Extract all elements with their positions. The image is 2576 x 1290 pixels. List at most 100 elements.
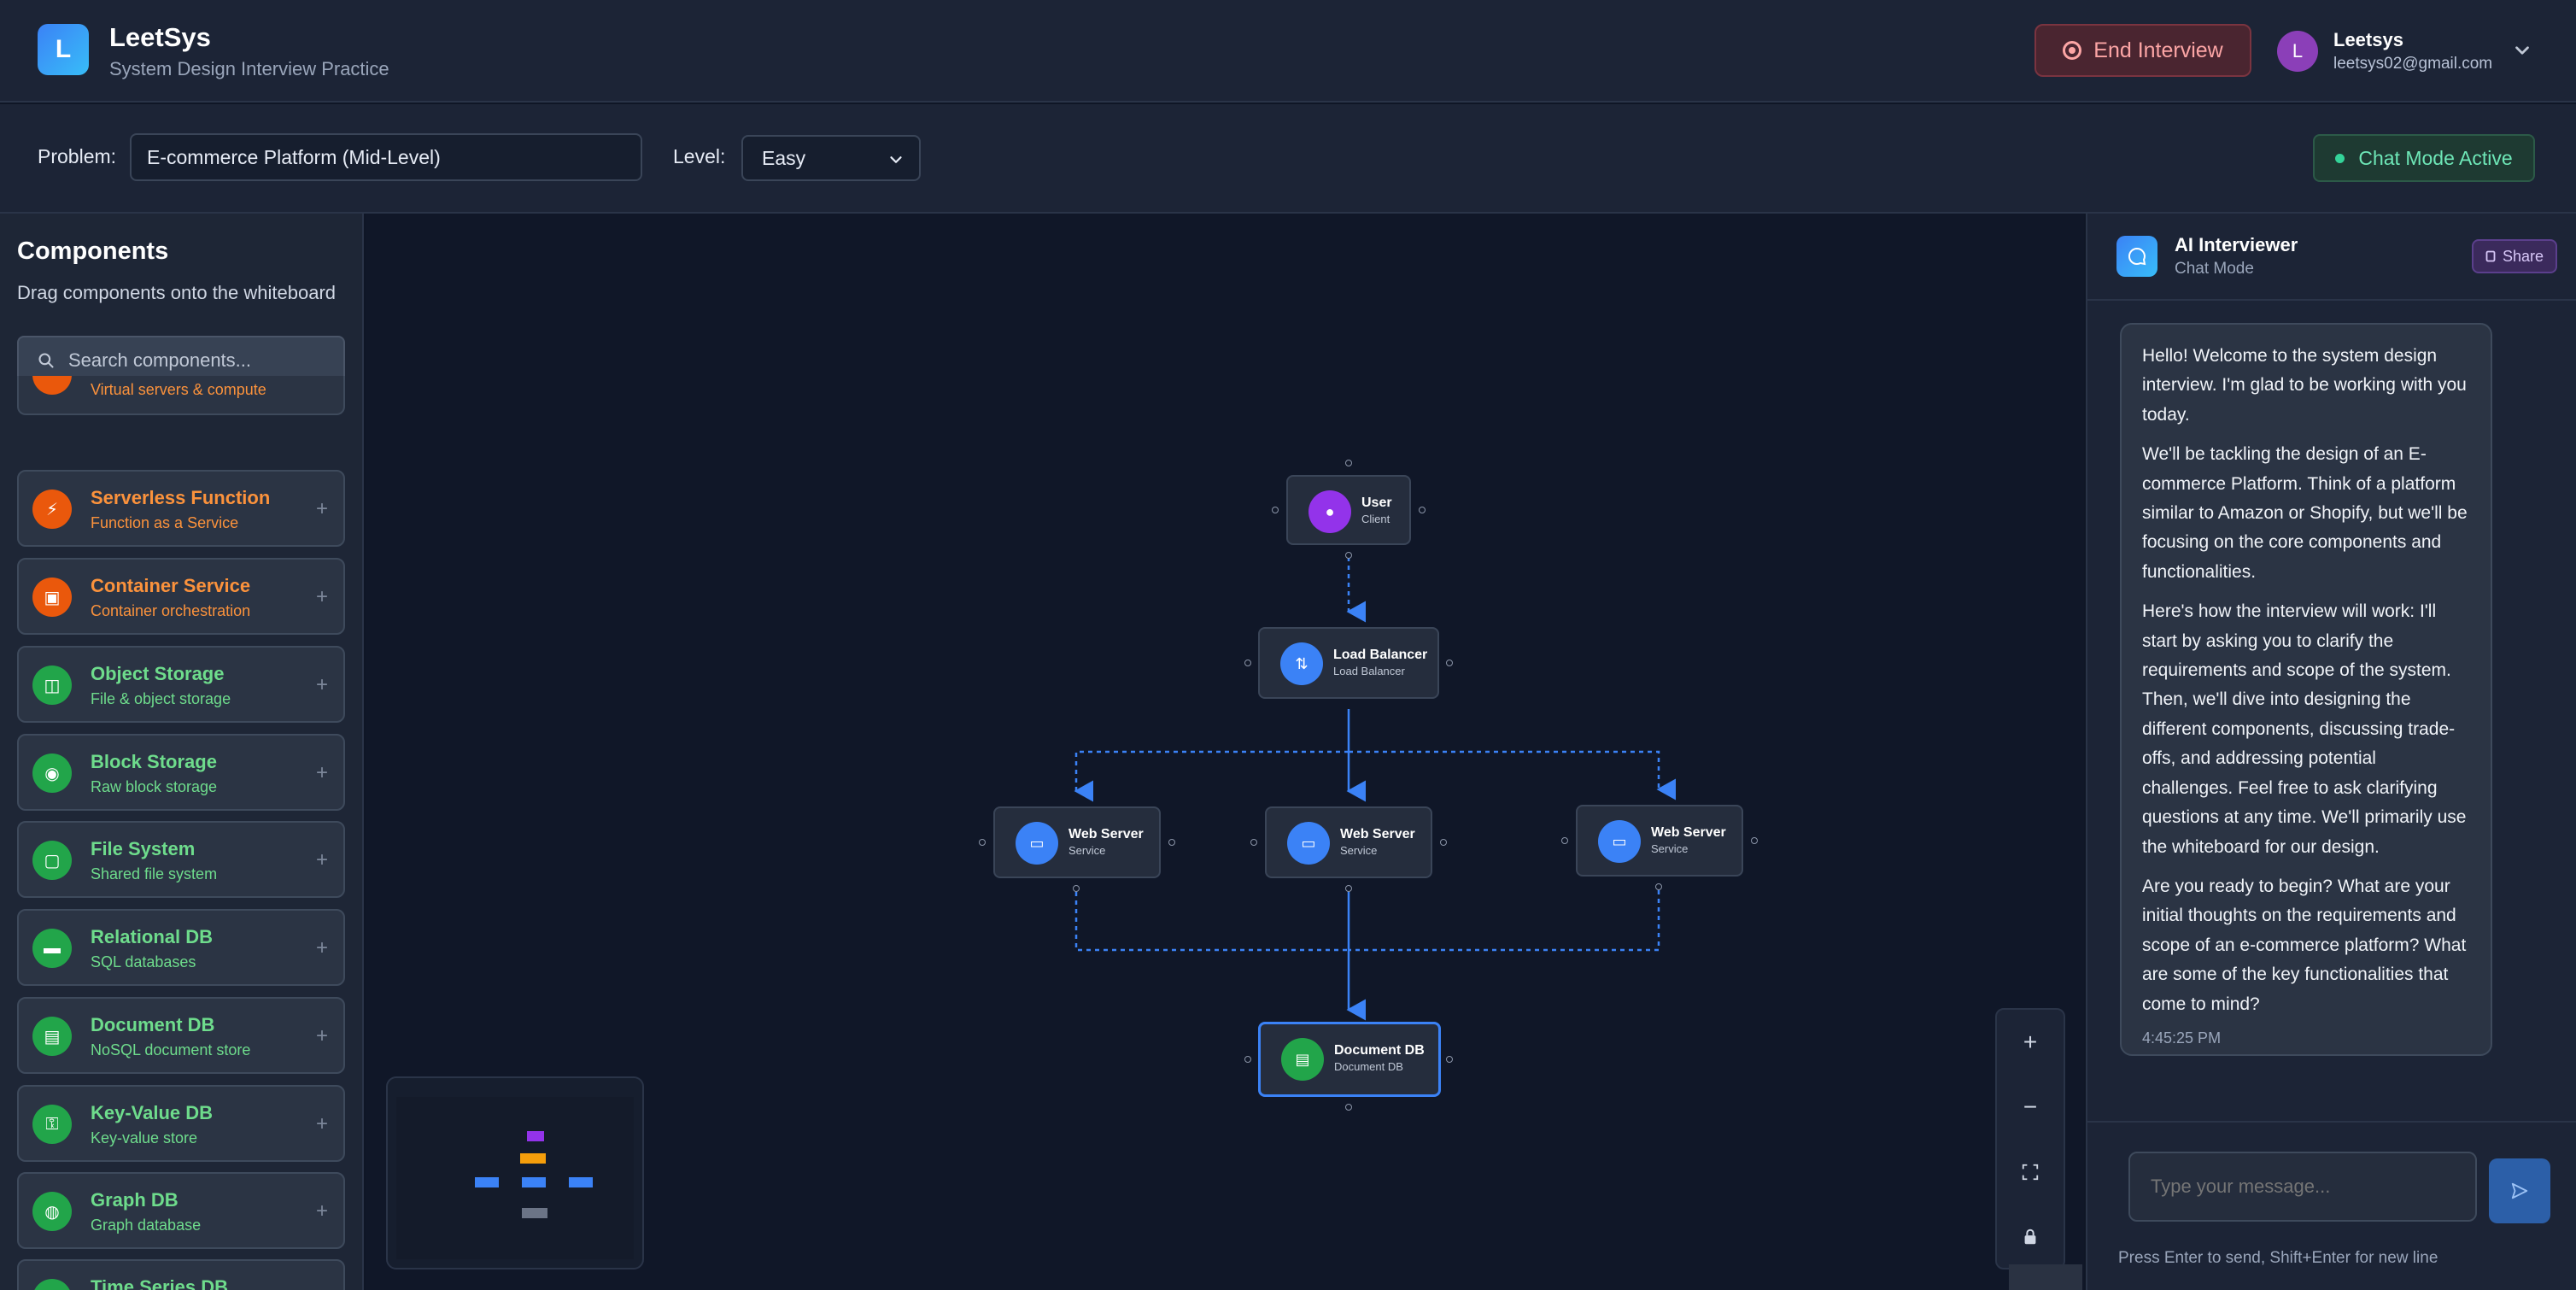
- end-interview-label: End Interview: [2093, 38, 2223, 62]
- add-icon[interactable]: +: [315, 497, 328, 520]
- node-user[interactable]: ● User Client: [1286, 475, 1411, 545]
- sidebar-description: Drag components onto the whiteboard: [17, 282, 337, 303]
- connection-handle[interactable]: [1446, 660, 1453, 666]
- chevron-down-icon[interactable]: [2511, 39, 2533, 62]
- whiteboard-canvas[interactable]: ● User Client ⇅ Load Balancer Load Balan…: [366, 214, 2084, 1290]
- connection-handle[interactable]: [1272, 507, 1279, 513]
- edge-lb-ws1: [1074, 750, 1349, 802]
- component-card[interactable]: Time Series DB: [17, 1259, 345, 1290]
- component-card[interactable]: ▬ Relational DB SQL databases +: [17, 909, 345, 986]
- component-card[interactable]: ◍ Graph DB Graph database +: [17, 1172, 345, 1249]
- add-icon[interactable]: +: [315, 585, 328, 608]
- add-icon[interactable]: +: [315, 1024, 328, 1047]
- connection-handle[interactable]: [1345, 552, 1352, 559]
- connection-handle[interactable]: [1345, 885, 1352, 892]
- edge-ws1-db: [1074, 892, 1349, 952]
- add-icon[interactable]: +: [315, 761, 328, 784]
- node-subtitle: Service: [1651, 842, 1689, 855]
- chat-mode: Chat Mode: [2175, 260, 2254, 278]
- node-web-server[interactable]: ▭ Web Server Service: [993, 806, 1161, 878]
- connection-handle[interactable]: [1244, 1056, 1251, 1063]
- connection-handle[interactable]: [1561, 837, 1568, 844]
- monitor-icon: ▭: [1287, 822, 1330, 865]
- level-select[interactable]: Easy: [741, 135, 921, 181]
- message-paragraph: Hello! Welcome to the system design inte…: [2142, 346, 2467, 425]
- add-icon[interactable]: +: [315, 1112, 328, 1135]
- connection-handle[interactable]: [1655, 883, 1662, 890]
- search-placeholder: Search components...: [68, 349, 252, 371]
- box-icon: ▣: [32, 578, 72, 617]
- connection-handle[interactable]: [1419, 507, 1426, 513]
- connection-handle[interactable]: [1073, 885, 1080, 892]
- components-sidebar: Components Drag components onto the whit…: [0, 214, 364, 1290]
- graph-icon: ◍: [32, 1192, 72, 1231]
- minimap[interactable]: [386, 1076, 644, 1269]
- component-card[interactable]: ⚿ Key-Value DB Key-value store +: [17, 1085, 345, 1162]
- level-label: Level:: [673, 145, 726, 167]
- component-card[interactable]: ▤ Document DB NoSQL document store +: [17, 997, 345, 1074]
- user-avatar[interactable]: L: [2277, 31, 2318, 72]
- add-icon[interactable]: +: [315, 1199, 328, 1223]
- problem-field[interactable]: [130, 133, 642, 181]
- component-card[interactable]: ⚡ Serverless Function Function as a Serv…: [17, 470, 345, 547]
- component-card[interactable]: ▣ Container Service Container orchestrat…: [17, 558, 345, 635]
- connection-handle[interactable]: [1446, 1056, 1453, 1063]
- component-name: Container Service: [91, 575, 251, 596]
- component-card[interactable]: ◫ Object Storage File & object storage +: [17, 646, 345, 723]
- add-icon[interactable]: +: [315, 673, 328, 696]
- send-button[interactable]: [2489, 1158, 2550, 1223]
- node-document-db[interactable]: ▤ Document DB Document DB: [1258, 1022, 1441, 1097]
- key-icon: ⚿: [32, 1105, 72, 1144]
- share-button[interactable]: Share: [2472, 239, 2557, 273]
- connection-handle[interactable]: [1244, 660, 1251, 666]
- fit-view-icon: [2022, 1164, 2039, 1181]
- user-email: leetsys02@gmail.com: [2333, 55, 2493, 73]
- search-icon: [38, 353, 54, 368]
- component-subtitle: File & object storage: [91, 690, 231, 707]
- component-card[interactable]: ▢ File System Shared file system +: [17, 821, 345, 898]
- monitor-icon: ▭: [1016, 822, 1058, 865]
- connection-handle[interactable]: [979, 839, 986, 846]
- document-icon: ▤: [1281, 1038, 1324, 1081]
- user-name: Leetsys: [2333, 29, 2403, 50]
- balancer-icon: ⇅: [1280, 642, 1323, 685]
- component-card[interactable]: Virtual servers & compute: [17, 376, 345, 415]
- app-header: L LeetSys System Design Interview Practi…: [0, 0, 2576, 103]
- connection-edges: [1074, 557, 1676, 1021]
- zoom-controls: + −: [1995, 1008, 2065, 1269]
- database-icon: ▬: [32, 929, 72, 968]
- add-icon[interactable]: +: [315, 848, 328, 871]
- connection-handle[interactable]: [1250, 839, 1257, 846]
- add-icon[interactable]: +: [315, 936, 328, 959]
- connection-handle[interactable]: [1751, 837, 1758, 844]
- lock-button[interactable]: [1997, 1205, 2064, 1269]
- component-subtitle: SQL databases: [91, 953, 196, 970]
- node-web-server[interactable]: ▭ Web Server Service: [1576, 805, 1743, 877]
- component-name: Serverless Function: [91, 487, 271, 508]
- component-card[interactable]: ◉ Block Storage Raw block storage +: [17, 734, 345, 811]
- component-subtitle: Shared file system: [91, 865, 218, 882]
- node-subtitle: Service: [1068, 844, 1106, 857]
- chat-header: AI Interviewer Chat Mode Share: [2087, 214, 2576, 301]
- message-paragraph: Are you ready to begin? What are your in…: [2142, 876, 2467, 1014]
- user-icon: ●: [1308, 490, 1351, 533]
- component-name: Relational DB: [91, 926, 214, 947]
- connection-handle[interactable]: [1440, 839, 1447, 846]
- connection-handle[interactable]: [1168, 839, 1175, 846]
- node-subtitle: Document DB: [1334, 1060, 1403, 1073]
- component-subtitle: Graph database: [91, 1217, 202, 1234]
- node-load-balancer[interactable]: ⇅ Load Balancer Load Balancer: [1258, 627, 1439, 699]
- message-input[interactable]: [2128, 1152, 2477, 1222]
- connection-handle[interactable]: [1345, 460, 1352, 466]
- fit-view-button[interactable]: [1997, 1140, 2064, 1205]
- ai-message: Hello! Welcome to the system design inte…: [2120, 323, 2492, 1056]
- app-title: LeetSys: [109, 22, 211, 52]
- minimap-node: [475, 1177, 499, 1187]
- node-title: Document DB: [1334, 1043, 1425, 1058]
- chat-panel: AI Interviewer Chat Mode Share Hello! We…: [2086, 214, 2576, 1290]
- end-interview-button[interactable]: End Interview: [2034, 24, 2251, 77]
- node-web-server[interactable]: ▭ Web Server Service: [1265, 806, 1432, 878]
- connection-handle[interactable]: [1345, 1104, 1352, 1111]
- zoom-out-button[interactable]: −: [2023, 1094, 2038, 1120]
- zoom-in-button[interactable]: +: [2023, 1029, 2038, 1055]
